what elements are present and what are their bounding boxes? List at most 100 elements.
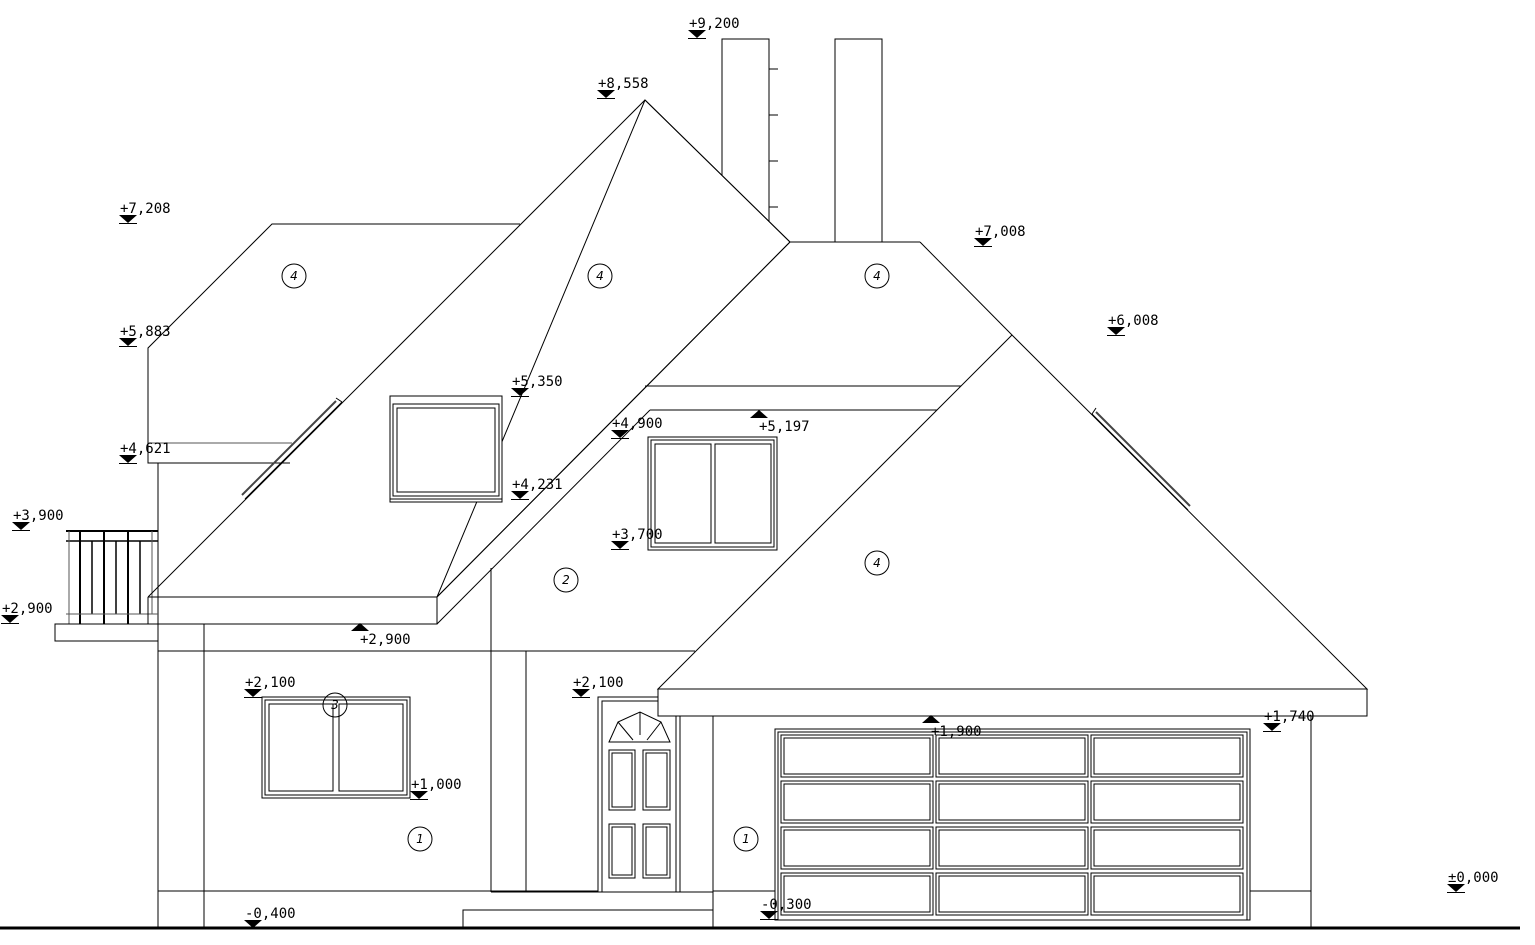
material-tag-number: 3 [331, 698, 339, 712]
material-tag: 3 [322, 692, 348, 718]
balcony-railing [54, 530, 159, 642]
level-marker: +2,900 [1, 601, 53, 624]
level-label: +5,883 [120, 324, 171, 340]
level-triangle-icon [511, 491, 529, 499]
level-marker: +4,621 [119, 441, 171, 464]
ground-window [261, 696, 411, 799]
level-marker: +7,008 [974, 224, 1026, 247]
garage-panel [1090, 780, 1244, 824]
level-triangle-icon [572, 689, 590, 697]
garage-panel [935, 826, 1089, 870]
level-triangle-icon [119, 338, 137, 346]
level-triangle-icon [1107, 327, 1125, 335]
level-label: +7,208 [120, 201, 171, 217]
level-marker: +2,900 [351, 623, 411, 648]
level-triangle-up-icon [922, 715, 940, 723]
garage-panel [1090, 872, 1244, 916]
skylight-left [241, 397, 343, 500]
level-marker: +5,197 [750, 410, 810, 435]
upper-window [647, 436, 778, 551]
level-marker: +4,231 [511, 477, 563, 500]
level-triangle-icon [1447, 884, 1465, 892]
main-roof [147, 99, 1013, 625]
material-tag: 1 [733, 826, 759, 852]
material-tag-number: 4 [873, 269, 881, 283]
level-marker: -0,400 [244, 906, 296, 929]
garage-panel-inner [938, 783, 1086, 821]
garage-panel [780, 872, 934, 916]
level-triangle-icon [244, 920, 262, 928]
level-label: +1,740 [1264, 709, 1315, 725]
garage-panel [935, 872, 1089, 916]
level-triangle-up-icon [351, 623, 369, 631]
level-triangle-icon [974, 238, 992, 246]
level-marker: +8,558 [597, 76, 649, 99]
level-label: +3,900 [13, 508, 64, 524]
level-label: -0,400 [245, 906, 296, 922]
level-marker: +4,900 [611, 416, 663, 439]
front-door [597, 696, 681, 893]
level-label: +5,350 [512, 374, 563, 390]
level-label: +4,231 [512, 477, 563, 493]
garage-panel [780, 780, 934, 824]
material-tag: 1 [407, 826, 433, 852]
level-triangle-icon [119, 215, 137, 223]
level-label: +2,100 [245, 675, 296, 691]
level-triangle-icon [410, 791, 428, 799]
level-label: +2,900 [360, 632, 411, 648]
level-marker: +5,350 [511, 374, 563, 397]
material-tag-number: 1 [416, 832, 424, 846]
level-triangle-icon [1, 615, 19, 623]
garage-panel [935, 780, 1089, 824]
level-triangle-icon [611, 541, 629, 549]
level-triangle-icon [611, 430, 629, 438]
garage-panel-inner [1093, 737, 1241, 775]
material-tag-number: 4 [596, 269, 604, 283]
level-label: +3,700 [612, 527, 663, 543]
material-tag-number: 2 [562, 573, 570, 587]
level-marker: -0,300 [760, 897, 812, 920]
garage-panel-inner [1093, 783, 1241, 821]
material-tag-number: 4 [873, 556, 881, 570]
garage-panel-inner [938, 829, 1086, 867]
material-tag: 4 [281, 263, 307, 289]
garage-panel-inner [783, 783, 931, 821]
level-label: +2,100 [573, 675, 624, 691]
garage-panel [780, 734, 934, 778]
garage-panel [780, 826, 934, 870]
level-marker: +3,700 [611, 527, 663, 550]
level-label: +1,000 [411, 777, 462, 793]
level-triangle-icon [1263, 723, 1281, 731]
level-triangle-icon [119, 455, 137, 463]
level-marker: +5,883 [119, 324, 171, 347]
level-label: +8,558 [598, 76, 649, 92]
garage-panel-inner [1093, 829, 1241, 867]
level-marker: +2,100 [572, 675, 624, 698]
garage-panel [1090, 734, 1244, 778]
level-label: -0,300 [761, 897, 812, 913]
level-marker: +3,900 [12, 508, 64, 531]
level-marker: +9,200 [688, 16, 740, 39]
garage-panel-inner [938, 875, 1086, 913]
garage-panel-inner [1093, 875, 1241, 913]
level-triangle-icon [12, 522, 30, 530]
level-triangle-up-icon [750, 410, 768, 418]
level-triangle-icon [760, 911, 778, 919]
level-marker: +1,900 [922, 715, 982, 740]
level-label: +6,008 [1108, 313, 1159, 329]
level-label: +7,008 [975, 224, 1026, 240]
level-label: ±0,000 [1448, 870, 1499, 886]
level-marker: +2,100 [244, 675, 296, 698]
material-tag: 4 [864, 263, 890, 289]
dormer-window [389, 395, 503, 503]
level-marker: +1,000 [410, 777, 462, 800]
level-marker: +6,008 [1107, 313, 1159, 336]
garage-panel [935, 734, 1089, 778]
garage-panel-inner [783, 875, 931, 913]
level-label: +4,900 [612, 416, 663, 432]
garage-panel-inner [783, 829, 931, 867]
garage-door [774, 728, 1251, 921]
level-triangle-icon [244, 689, 262, 697]
level-triangle-icon [597, 90, 615, 98]
